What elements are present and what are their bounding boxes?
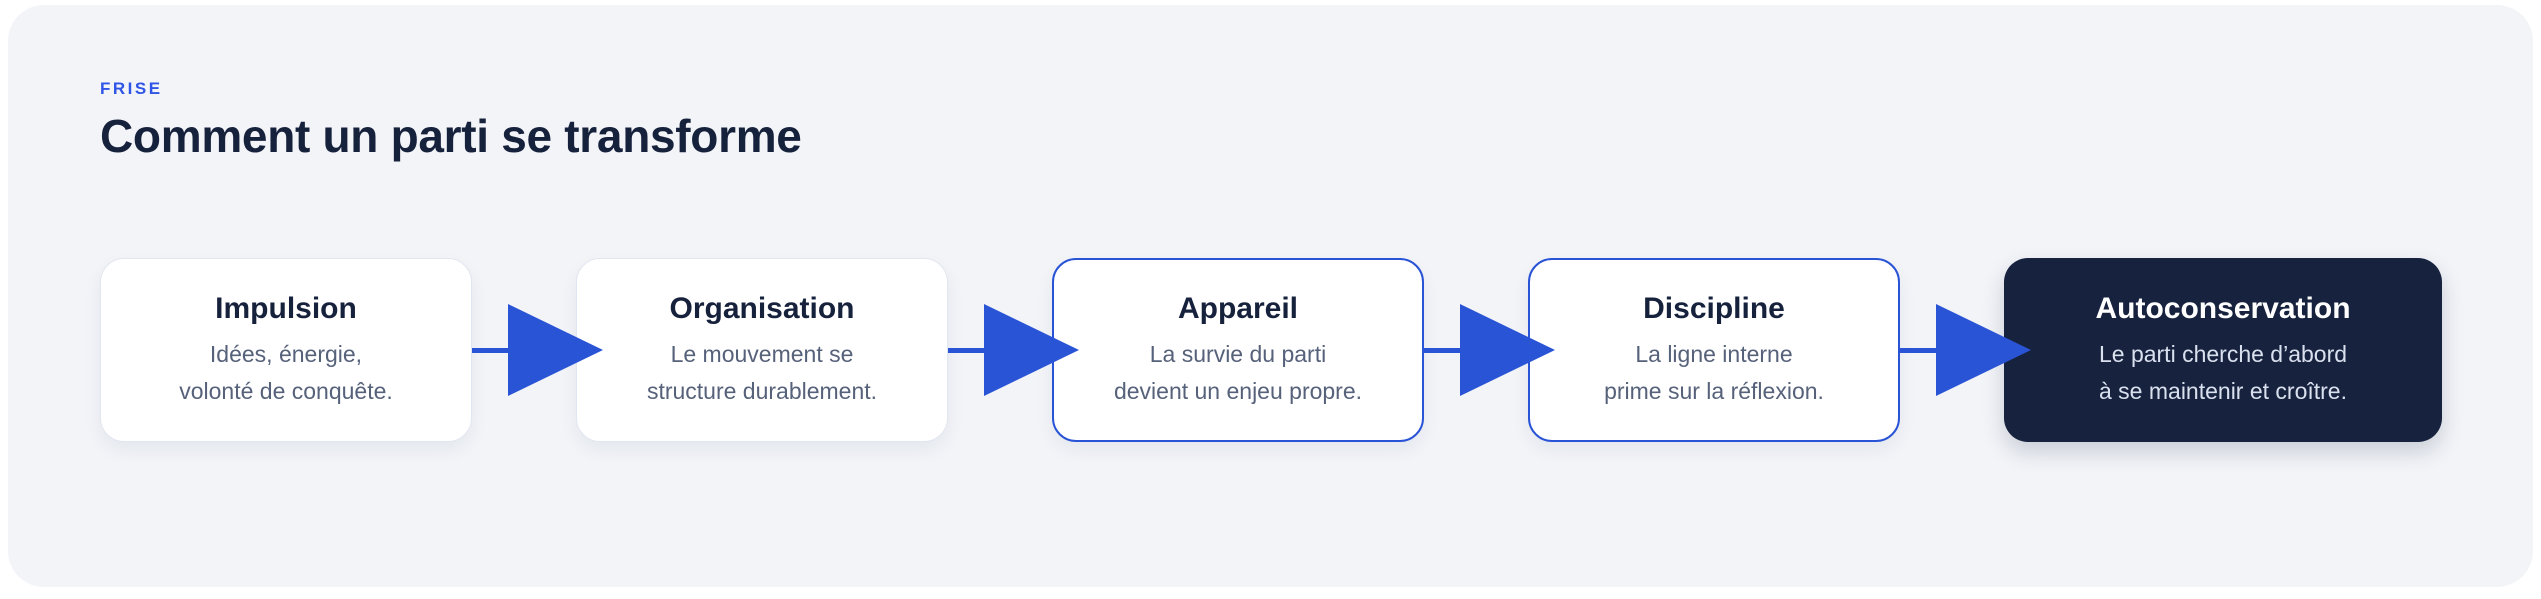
step-desc-line2: devient un enjeu propre. xyxy=(1113,377,1363,404)
arrow-stem xyxy=(1424,347,1464,353)
step-description: Le mouvement se structure durablement. xyxy=(647,336,877,410)
step-desc-line1: Idées, énergie, xyxy=(209,340,363,367)
arrow-head xyxy=(1460,304,1555,396)
arrow-head xyxy=(984,304,1079,396)
arrow-stem xyxy=(1900,347,1940,353)
timeline-step-discipline: Discipline La ligne interne prime sur la… xyxy=(1528,258,1900,442)
arrow-right-icon xyxy=(472,258,603,442)
step-description: Le parti cherche d’abord à se maintenir … xyxy=(2099,336,2347,410)
step-desc-line1: Le parti cherche d’abord xyxy=(2098,340,2348,367)
step-description: Idées, énergie, volonté de conquête. xyxy=(179,336,393,410)
arrow-right-icon xyxy=(1424,258,1555,442)
step-description: La survie du parti devient un enjeu prop… xyxy=(1114,336,1362,410)
arrow-right-icon xyxy=(1900,258,2031,442)
step-title: Organisation xyxy=(669,291,855,325)
step-title: Discipline xyxy=(1643,291,1785,325)
step-desc-line2: volonté de conquête. xyxy=(179,377,393,404)
arrow-stem xyxy=(472,347,512,353)
arrow-stem xyxy=(948,347,988,353)
timeline-step-autoconservation: Autoconservation Le parti cherche d’abor… xyxy=(2004,258,2442,442)
step-description: La ligne interne prime sur la réflexion. xyxy=(1604,336,1824,410)
step-desc-line2: à se maintenir et croître. xyxy=(2099,377,2347,404)
step-desc-line1: Le mouvement se xyxy=(670,340,854,367)
arrow-right-icon xyxy=(948,258,1079,442)
step-title: Autoconservation xyxy=(2095,291,2351,325)
arrow-head xyxy=(1936,304,2031,396)
step-title: Impulsion xyxy=(215,291,357,325)
page-title: Comment un parti se transforme xyxy=(100,110,802,162)
step-desc-line1: La ligne interne xyxy=(1635,340,1793,367)
timeline-step-organisation: Organisation Le mouvement se structure d… xyxy=(576,258,948,442)
step-desc-line2: prime sur la réflexion. xyxy=(1604,377,1824,404)
frise-card: FRISE Comment un parti se transforme Imp… xyxy=(8,5,2533,587)
step-desc-line1: La survie du parti xyxy=(1149,340,1327,367)
step-title: Appareil xyxy=(1177,291,1299,325)
timeline-step-appareil: Appareil La survie du parti devient un e… xyxy=(1052,258,1424,442)
step-desc-line2: structure durablement. xyxy=(646,377,878,404)
frise-eyebrow: FRISE xyxy=(100,79,163,98)
transformation-timeline: Impulsion Idées, énergie, volonté de con… xyxy=(100,258,2442,442)
timeline-step-impulsion: Impulsion Idées, énergie, volonté de con… xyxy=(100,258,472,442)
arrow-head xyxy=(508,304,603,396)
